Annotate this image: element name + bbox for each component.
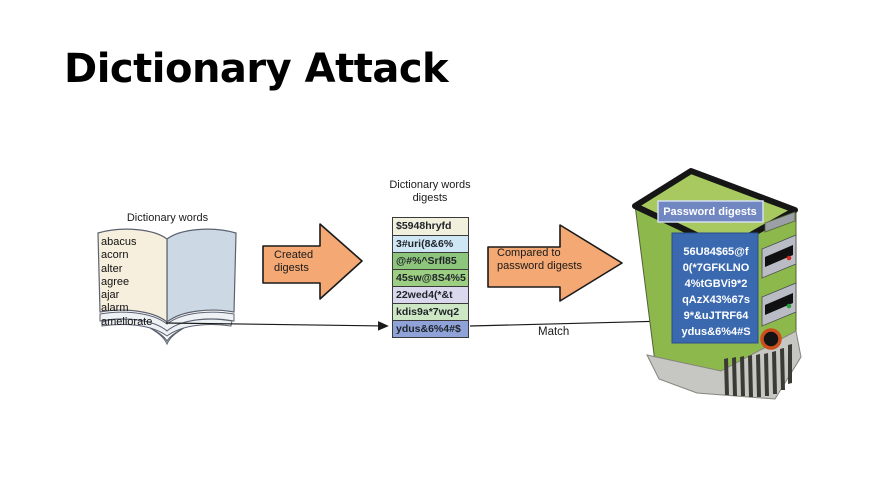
digest-row: 22wed4(*&t — [393, 286, 468, 303]
power-button — [760, 328, 782, 350]
digest-row: @#%^Srfl85 — [393, 252, 468, 269]
password-digest: 56U84$65@f — [683, 246, 749, 258]
book-right-page — [166, 228, 237, 324]
digest-table-label: Dictionary words digests — [389, 179, 471, 204]
compared-arrow-icon — [487, 224, 623, 302]
password-digest: qAzX43%67s — [682, 294, 750, 306]
compared-to-label: Compared to password digests — [497, 247, 582, 272]
drive-bay-2 — [761, 282, 797, 327]
dictionary-word: ajar — [101, 289, 120, 302]
created-digests-arrow-icon — [262, 223, 363, 300]
digest-row: $5948hryfd — [393, 218, 468, 235]
digest-row: 45sw@8S4%5 — [393, 269, 468, 286]
book-left-page — [97, 228, 168, 324]
password-digest: 4%tGBVi9*2 — [684, 278, 748, 290]
book-to-table-line — [165, 321, 389, 331]
server-illustration — [632, 168, 802, 400]
red-led — [786, 255, 792, 261]
dictionary-word: ameliorate — [101, 315, 153, 328]
password-digest: 9*&uJTRF64 — [683, 310, 749, 322]
password-digest-list: 56U84$65@f 0(*7GFKLNO 4%tGBVi9*2 qAzX43%… — [676, 244, 756, 340]
match-line — [469, 316, 670, 327]
drive-bay-1 — [761, 234, 797, 279]
digest-row: 3#uri(8&6% — [393, 235, 468, 252]
digest-panel — [671, 232, 759, 344]
dictionary-word-list: abacus acorn alter agree ajar alarm amel… — [101, 236, 171, 329]
created-digests-label: Created digests — [274, 249, 314, 274]
digest-table: $5948hryfd 3#uri(8&6% @#%^Srfl85 45sw@8S… — [392, 217, 469, 338]
dictionary-word: abacus — [101, 236, 137, 248]
server-vent-slats — [724, 344, 792, 397]
dictionary-word: alter — [101, 262, 123, 275]
green-led — [786, 303, 792, 309]
server-top-vent — [764, 211, 796, 233]
dictionary-word: alarm — [101, 302, 129, 315]
page-title: Dictionary Attack — [64, 46, 449, 92]
password-digest: 0(*7GFKLNO — [682, 262, 750, 274]
password-digest-matched: ydus&6%4#S — [681, 326, 751, 338]
dictionary-words-label: Dictionary words — [126, 212, 209, 224]
password-digests-label: Password digests — [663, 206, 757, 218]
digest-row: kdis9a*7wq2 — [393, 303, 468, 320]
dictionary-word: acorn — [101, 249, 129, 262]
password-digests-plate — [657, 200, 764, 223]
digest-row-matched: ydus&6%4#$ — [393, 320, 468, 337]
open-book-illustration — [97, 228, 237, 346]
match-label: Match — [538, 326, 570, 338]
dictionary-word: agree — [101, 275, 130, 288]
